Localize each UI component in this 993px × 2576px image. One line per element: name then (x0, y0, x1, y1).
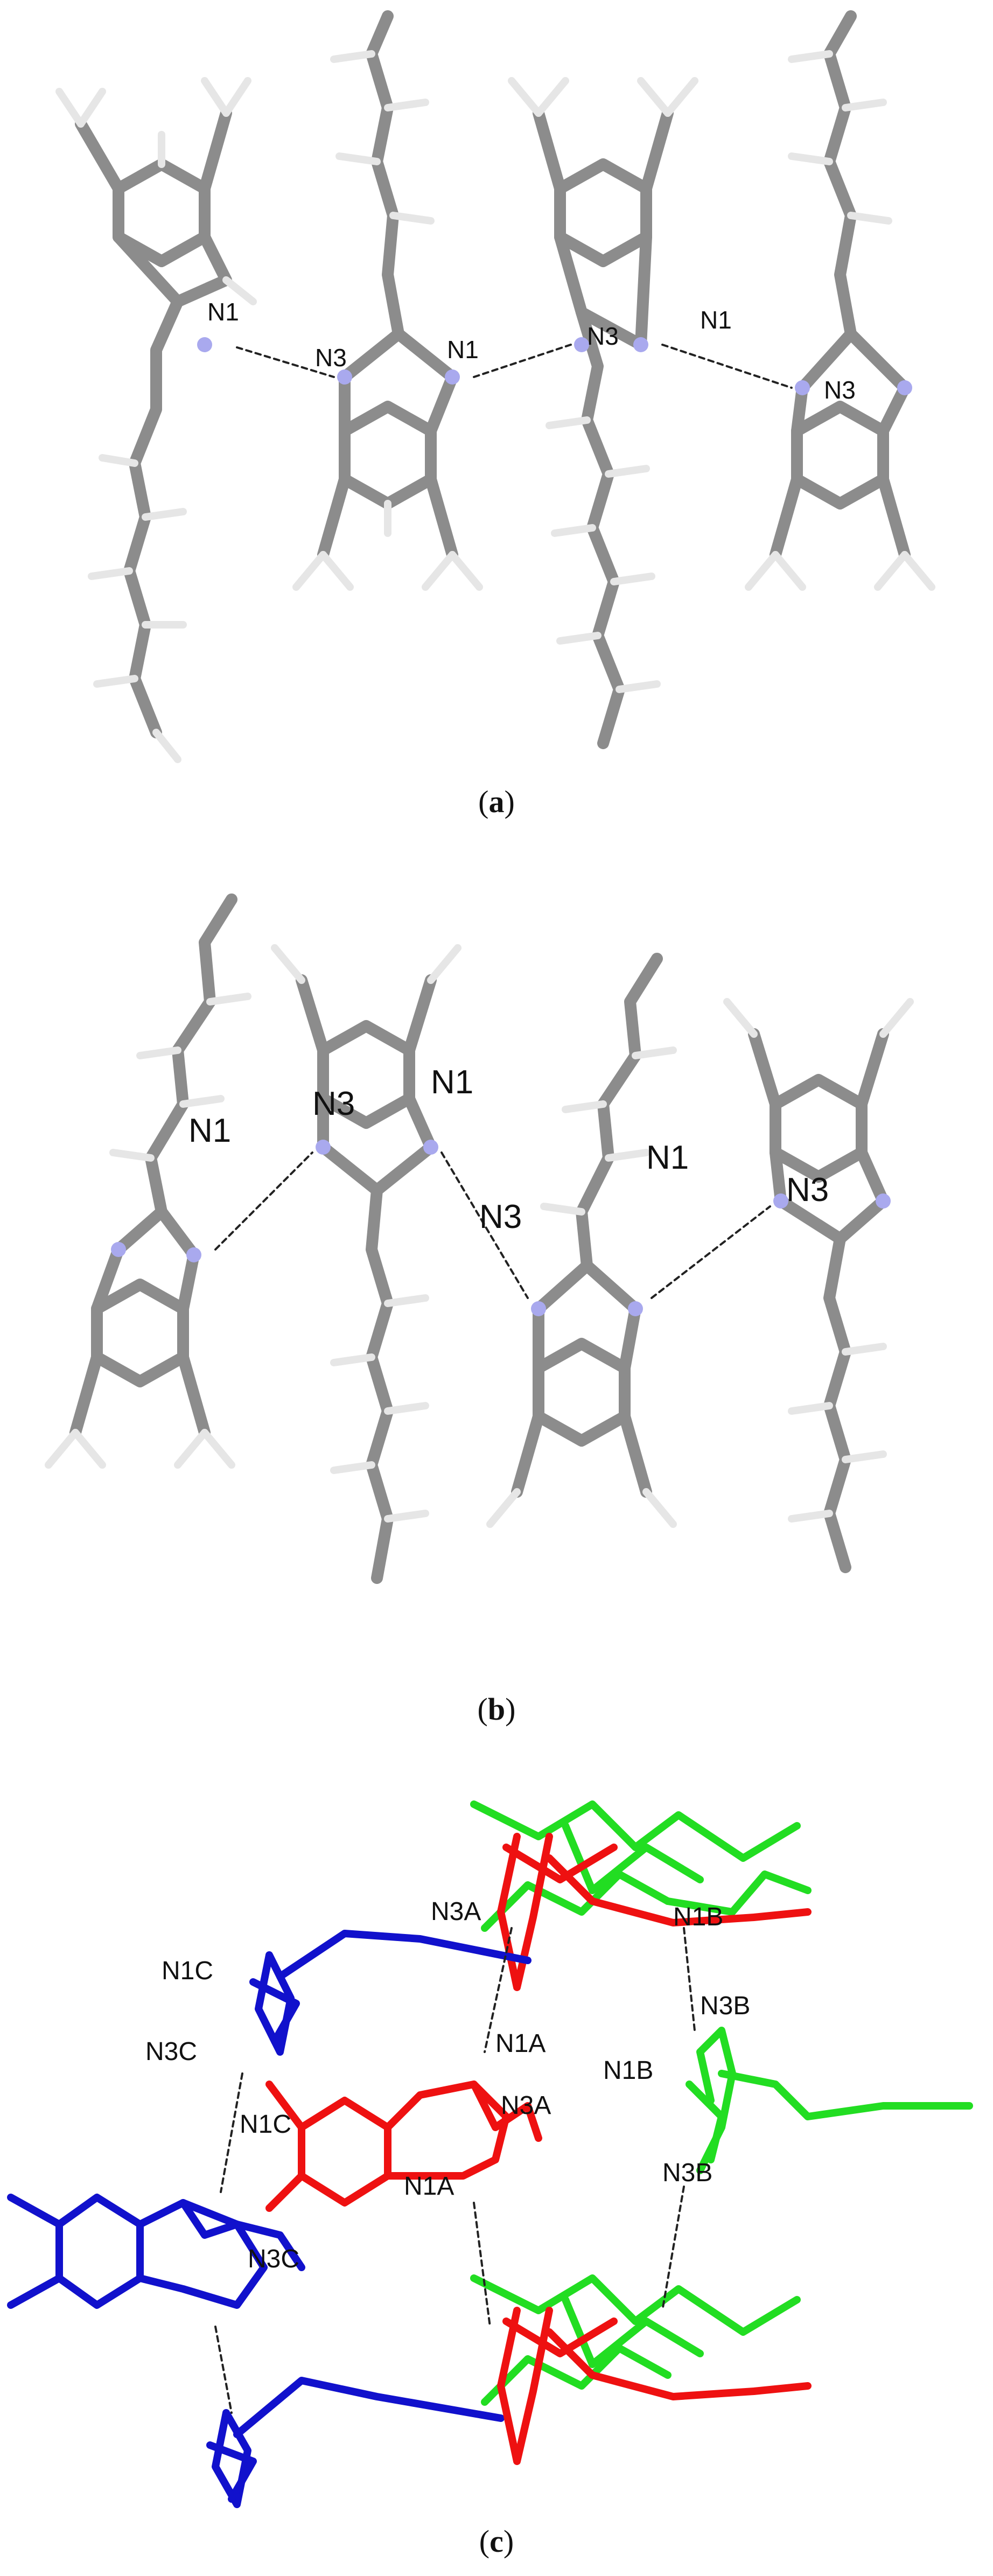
molecule-c-red-bottom (497, 2307, 812, 2465)
molecule-a1 (75, 107, 232, 738)
molecule-c-red-middle (265, 2081, 542, 2212)
panel-c-molecule-graphic: N3A N1B N1C N1A N3B N3C N1B N3A N1C N1A … (7, 1800, 973, 2508)
molecule-c-green-middle (686, 2027, 973, 2174)
molecule-b2 (296, 974, 437, 1584)
molecule-b1 (69, 893, 237, 1439)
molecule-c-blue-bottom (206, 2377, 505, 2508)
panel-c: N3A N1B N1C N1A N3B N3C N1B N3A N1C N1A … (0, 1750, 993, 2526)
hydrogen-bonds-a (236, 344, 793, 389)
hydrogen-bonds-c (214, 1927, 696, 2414)
molecule-c-green-top (470, 1800, 812, 1932)
atom-label: N3 (312, 1085, 355, 1122)
molecule-a2 (317, 10, 458, 561)
atom-label: N3A (431, 1897, 481, 1926)
molecule-b3 (511, 953, 663, 1498)
atom-label: N1 (207, 298, 239, 326)
atom-label: N3 (824, 376, 856, 404)
panel-b-molecule-graphic: N1 N3 N1 N3 N1 N3 (45, 893, 914, 1584)
atom-label: N1 (188, 1112, 231, 1149)
atom-label: N3 (479, 1198, 522, 1235)
atom-label: N3C (145, 2037, 197, 2066)
atom-label: N1 (646, 1139, 689, 1176)
panel-a-molecule-graphic: N1 N3 N1 N3 N1 N3 (55, 10, 935, 763)
atom-label: N3 (587, 322, 619, 350)
molecule-c-red-top (497, 1833, 812, 1991)
molecule-b4 (748, 1028, 889, 1573)
atom-label: N1 (431, 1064, 473, 1101)
atom-label: N1A (404, 2172, 454, 2201)
atom-label: N1B (603, 2056, 653, 2085)
hydrogen-bonds-b (214, 1151, 771, 1299)
molecule-c-blue-top (249, 1930, 532, 2056)
panel-a: N1 N3 N1 N3 N1 N3 (0, 0, 993, 797)
molecule-c-blue-left (7, 2194, 305, 2309)
molecule-a4 (770, 10, 911, 561)
caption-c: (c) (479, 2524, 514, 2559)
atom-label: N1A (495, 2029, 546, 2058)
atom-label: N3B (700, 1992, 750, 2020)
panel-b: N1 N3 N1 N3 N1 N3 (0, 824, 993, 1697)
caption-b: (b) (477, 1692, 516, 1727)
atom-label: N1C (162, 1957, 213, 1985)
caption-a: (a) (478, 784, 515, 819)
atom-label: N1 (700, 306, 732, 334)
atom-label: N3C (248, 2245, 299, 2273)
atom-label: N1C (240, 2110, 291, 2139)
atom-label: N3A (501, 2091, 551, 2120)
molecule-c-green-bottom (470, 2274, 801, 2406)
molecule-a3 (533, 107, 674, 749)
atom-label: N3 (315, 344, 347, 372)
atom-label: N1 (447, 336, 479, 364)
atom-label: N3B (662, 2159, 712, 2187)
atom-label: N1B (673, 1903, 723, 1931)
atom-label: N3 (786, 1171, 829, 1209)
